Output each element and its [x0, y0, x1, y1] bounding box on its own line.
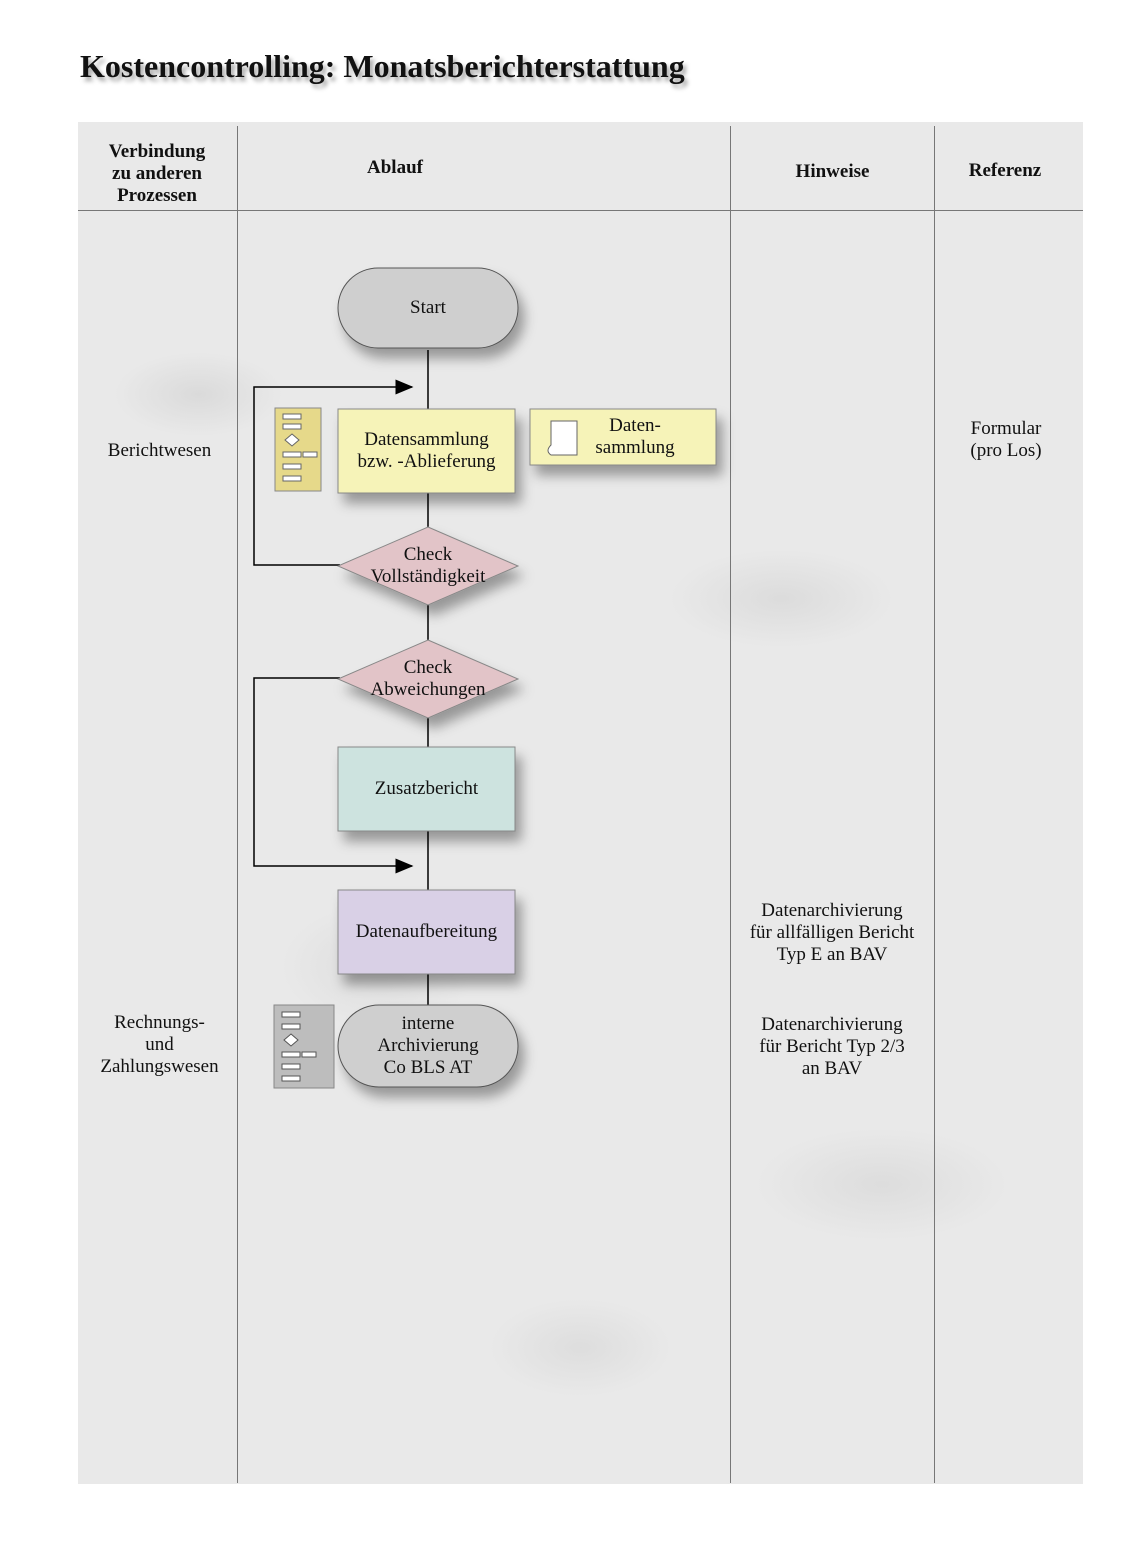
node-archivierung-label: interne Archivierung Co BLS AT — [377, 1013, 479, 1078]
header-hinweise: Hinweise — [795, 161, 870, 182]
bypass-line — [253, 677, 414, 874]
subprocess-icon-yellow-glyph — [282, 413, 318, 482]
check-vollstaendigkeit-shape — [336, 526, 520, 606]
node-doc-datensammlung-label: Daten- sammlung — [595, 415, 675, 458]
node-datensammlung-label: Datensammlung bzw. -Ablieferung — [357, 429, 496, 472]
subprocess-icon-gray-glyph — [281, 1011, 317, 1082]
header-referenz: Referenz — [968, 160, 1042, 181]
zusatzbericht-shape — [337, 746, 516, 832]
column-divider-1 — [237, 126, 238, 1483]
header-ablauf: Ablauf — [367, 157, 423, 178]
header-divider — [78, 210, 1083, 211]
paper-background — [78, 122, 1083, 1484]
node-check-vollstaendigkeit-label: Check Vollständigkeit — [370, 544, 486, 587]
node-datenaufbereitung-label: Datenaufbereitung — [355, 921, 498, 942]
check-abweichungen-shape — [336, 639, 520, 719]
reference-formular: Formular (pro Los) — [970, 418, 1042, 461]
hint-datenarchivierung-typ-e: Datenarchivierung für allfälligen Berich… — [749, 900, 915, 965]
column-divider-3 — [934, 126, 935, 1483]
node-check-abweichungen-label: Check Abweichungen — [370, 657, 486, 700]
column-divider-2 — [730, 126, 731, 1483]
document-icon — [547, 420, 578, 456]
node-zusatzbericht-label: Zusatzbericht — [374, 778, 479, 799]
page-title: Kostencontrolling: Monatsberichterstattu… — [80, 48, 685, 84]
datensammlung-shape — [337, 408, 516, 494]
subprocess-icon-gray — [273, 1004, 335, 1089]
start-shape — [337, 267, 519, 349]
connection-rechnungswesen: Rechnungs- und Zahlungswesen — [100, 1012, 219, 1077]
hint-datenarchivierung-typ-2-3: Datenarchivierung für Bericht Typ 2/3 an… — [759, 1014, 905, 1079]
datenaufbereitung-shape — [337, 889, 516, 975]
archivierung-shape — [337, 1004, 519, 1088]
loop-back-line-1 — [253, 379, 414, 566]
node-start-label: Start — [410, 297, 446, 318]
connection-berichtwesen: Berichtwesen — [107, 440, 212, 461]
header-verbindung: Verbindung zu anderen Prozessen — [108, 141, 206, 206]
